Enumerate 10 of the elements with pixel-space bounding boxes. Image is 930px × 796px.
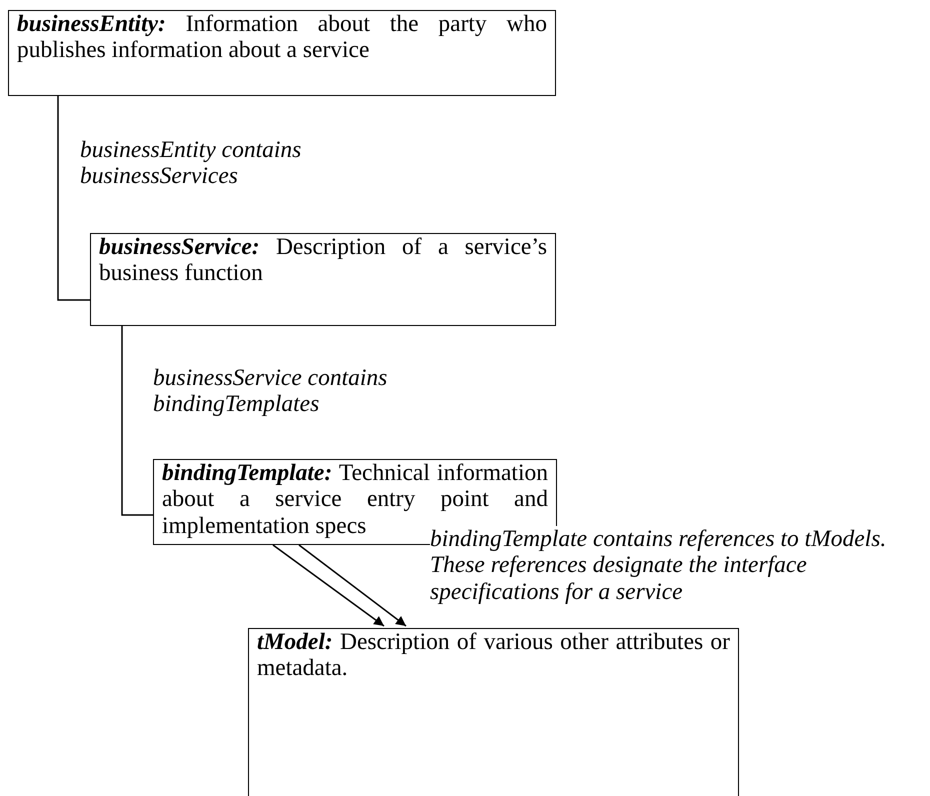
connector-line	[121, 326, 153, 516]
text-box	[8, 10, 556, 96]
text-box	[248, 628, 739, 796]
connector-line	[57, 96, 90, 301]
arrow	[298, 544, 406, 627]
description-text: businessEntity: Information about the party who publishes information about a service	[17, 11, 547, 64]
description-text: tModel: Description of various other attributes or metadata.	[257, 629, 730, 682]
text-box	[90, 233, 556, 326]
description-text: businessService: Description of a service’s business function	[99, 234, 547, 287]
arrow	[272, 544, 384, 627]
